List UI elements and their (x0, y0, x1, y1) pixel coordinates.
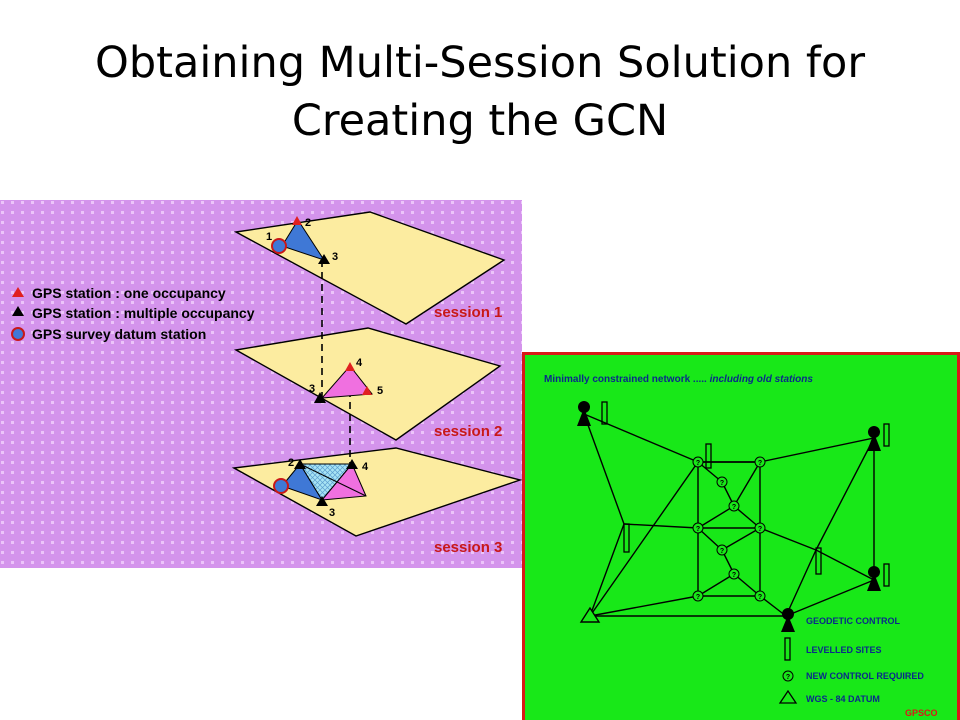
multi-occupancy-icon (294, 459, 306, 469)
new-control-mark: ? (696, 460, 700, 467)
legend-multi-occupancy: GPS station : multiple occupancy (32, 305, 255, 321)
credit-label: GPSCO (905, 708, 938, 718)
legend-wgs84-datum: WGS - 84 DATUM (806, 694, 880, 704)
network-legend: GEODETIC CONTROL LEVELLED SITES ? NEW CO… (778, 608, 924, 704)
levelled-site-icon (883, 423, 890, 447)
legend-datum-station: GPS survey datum station (32, 326, 206, 342)
new-control-icon: ? (754, 590, 766, 602)
datum-station-icon (273, 478, 289, 494)
point-label: 2 (305, 217, 311, 229)
multi-occupancy-icon (316, 496, 328, 506)
multi-occupancy-icon (346, 459, 358, 469)
slide-title-line-2: Creating the GCN (291, 96, 669, 146)
one-occupancy-icon (362, 386, 372, 395)
levelled-site-icon (883, 563, 890, 587)
levelled-site-icon (815, 547, 822, 575)
point-label: 5 (377, 385, 383, 397)
one-occupancy-icon (12, 287, 24, 297)
network-lines (583, 413, 876, 617)
legend-one-occupancy: GPS station : one occupancy (32, 285, 226, 301)
session-diagram: 1 2 3 3 4 5 2 4 3 session 1 session 2 se… (0, 200, 522, 568)
new-control-mark: ? (720, 480, 724, 487)
point-label: 4 (356, 357, 363, 369)
levelled-site-icon (623, 523, 630, 553)
new-control-icon: ? (728, 568, 740, 580)
network-title-text: Minimally constrained network ..... (544, 374, 707, 385)
new-control-icon: ? (754, 456, 766, 468)
legend-new-control: NEW CONTROL REQUIRED (806, 671, 924, 681)
new-control-mark: ? (696, 594, 700, 601)
new-control-icon: ? (782, 670, 794, 682)
one-occupancy-icon (345, 362, 355, 371)
point-label: 1 (266, 231, 272, 243)
new-control-mark: ? (758, 594, 762, 601)
new-control-icon: ? (692, 522, 704, 534)
session-2-plane (233, 327, 502, 441)
levelled-sites (601, 401, 890, 587)
legend-levelled-sites: LEVELLED SITES (806, 645, 882, 655)
network-diagram: Minimally constrained network ..... incl… (522, 352, 960, 720)
session-1-label: session 1 (434, 304, 502, 321)
slide-title: Obtaining Multi-Session Solution for Cre… (0, 34, 960, 150)
session-1-triangle (281, 219, 326, 261)
point-label: 3 (329, 507, 335, 519)
wgs84-datum-icon (579, 606, 601, 623)
session-2-triangle (320, 365, 373, 399)
network-title-italic: including old stations (710, 374, 814, 385)
one-occupancy-icon (292, 216, 302, 225)
new-control-icon: ? (728, 500, 740, 512)
new-control-icon: ? (692, 590, 704, 602)
session-3-baseline (299, 463, 367, 497)
levelled-site-icon (705, 443, 712, 469)
point-label: 3 (309, 383, 315, 395)
session-3-label: session 3 (434, 539, 502, 556)
multi-occupancy-icon (12, 306, 24, 316)
wgs84-datum-icon (778, 689, 798, 704)
multi-occupancy-icon (318, 254, 330, 264)
new-control-stations: ? ? ? ? ? ? ? ? ? ? (692, 456, 766, 602)
network-background (522, 352, 960, 720)
new-control-icon: ? (716, 544, 728, 556)
session-legend: GPS station : one occupancy GPS station … (11, 285, 255, 342)
datum-station-icon (271, 238, 287, 254)
new-control-mark: ? (732, 504, 736, 511)
geodetic-control-icon (781, 608, 795, 632)
point-label: 3 (332, 251, 338, 263)
new-control-mark: ? (786, 674, 790, 681)
geodetic-control-icon (867, 566, 881, 591)
new-control-mark: ? (696, 526, 700, 533)
point-label: 2 (288, 457, 294, 469)
levelled-site-icon (784, 637, 791, 661)
new-control-icon: ? (692, 456, 704, 468)
multi-occupancy-icon (314, 392, 326, 403)
new-control-mark: ? (758, 460, 762, 467)
point-label: 4 (362, 461, 369, 473)
legend-geodetic-control: GEODETIC CONTROL (806, 616, 901, 626)
network-diagram-canvas: Minimally constrained network ..... incl… (522, 352, 960, 720)
new-control-mark: ? (758, 526, 762, 533)
geodetic-control-stations (577, 401, 881, 591)
session-diagram-canvas: 1 2 3 3 4 5 2 4 3 session 1 session 2 se… (0, 200, 522, 568)
slide-title-line-1: Obtaining Multi-Session Solution for (94, 38, 866, 88)
session-2-label: session 2 (434, 423, 502, 440)
new-control-icon: ? (754, 522, 766, 534)
new-control-mark: ? (720, 548, 724, 555)
new-control-mark: ? (732, 572, 736, 579)
datum-station-icon (11, 327, 25, 341)
levelled-site-icon (601, 401, 608, 425)
new-control-icon: ? (716, 476, 728, 488)
geodetic-control-icon (577, 401, 591, 426)
geodetic-control-icon (867, 426, 881, 451)
network-title: Minimally constrained network ..... incl… (544, 374, 813, 385)
